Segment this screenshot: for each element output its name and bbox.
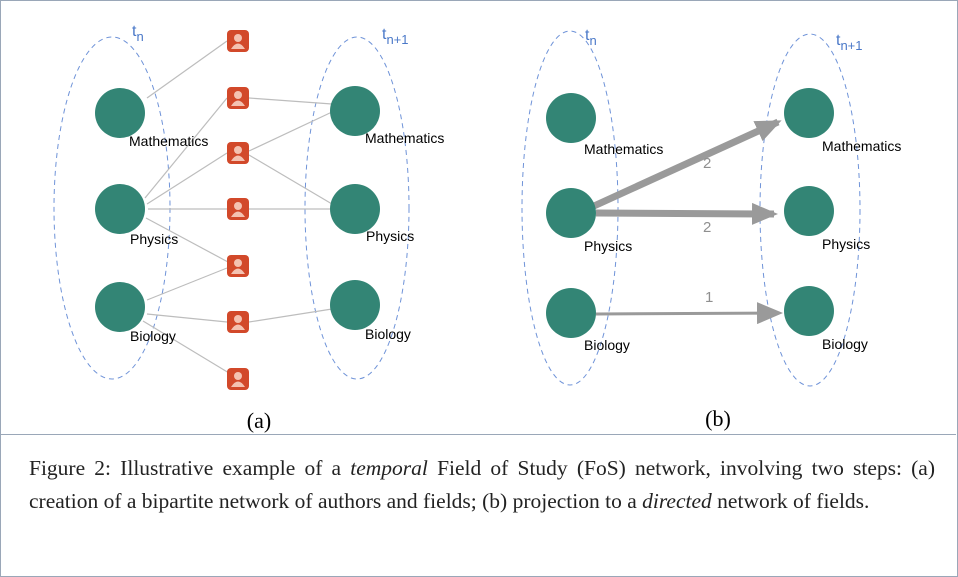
edge-a2-math (248, 97, 333, 105)
caption-emphasis-temporal: temporal (350, 456, 428, 480)
time-label-a-tn: tn (132, 23, 144, 44)
node-a-tn1-biology (330, 280, 380, 330)
time-label-b-tn: tn (585, 27, 597, 48)
label-a-tn-biology: Biology (130, 328, 176, 344)
author-icon-7 (227, 368, 249, 390)
edge-bio-a5 (146, 267, 228, 301)
label-a-tn1-mathematics: Mathematics (365, 130, 444, 146)
caption-separator (0, 434, 956, 435)
figure-caption: Figure 2: Illustrative example of a temp… (29, 452, 935, 518)
edge-a6-bio (248, 308, 333, 323)
node-b-tn1-biology (784, 286, 834, 336)
author-icon-1 (227, 30, 249, 52)
panel-a-label: (a) (247, 408, 271, 433)
label-a-tn-mathematics: Mathematics (129, 133, 208, 149)
directed-edge-physics-mathematics (592, 118, 782, 210)
edge-bio-a7 (142, 320, 230, 374)
author-icon-5 (227, 255, 249, 277)
edge-phys-a2 (144, 97, 228, 199)
ellipse-a-tn1 (304, 36, 410, 380)
node-a-tn-biology (95, 282, 145, 332)
node-b-tn-mathematics (546, 93, 596, 143)
label-a-tn1-biology: Biology (365, 326, 411, 342)
label-b-tn1-physics: Physics (822, 236, 870, 252)
author-icon-6 (227, 311, 249, 333)
label-a-tn1-physics: Physics (366, 228, 414, 244)
label-b-tn-mathematics: Mathematics (584, 141, 663, 157)
ellipse-b-tn1 (759, 33, 861, 387)
panel-b-label: (b) (705, 406, 731, 431)
directed-edge-physics-physics (595, 202, 778, 225)
time-label-a-tn1: tn+1 (382, 26, 409, 47)
edge-a3-phys (248, 154, 333, 205)
edge-bio-a6 (146, 313, 228, 323)
caption-text-3: network of fields. (711, 489, 870, 513)
bipartite-edges (142, 40, 333, 374)
label-b-tn-physics: Physics (584, 238, 632, 254)
edge-weight-physics-mathematics: 2 (703, 155, 711, 172)
panel-b: 2 2 1 tn tn+1 Mathematics Physics Biolog… (521, 27, 901, 431)
node-b-tn1-physics (784, 186, 834, 236)
node-b-tn1-mathematics (784, 88, 834, 138)
time-label-b-tn1: tn+1 (836, 32, 863, 53)
label-b-tn1-biology: Biology (822, 336, 868, 352)
ellipse-b-tn (521, 30, 619, 386)
caption-emphasis-directed: directed (642, 489, 712, 513)
label-b-tn-biology: Biology (584, 337, 630, 353)
directed-edge-biology-biology (595, 302, 783, 325)
node-a-tn1-mathematics (330, 86, 380, 136)
edge-phys-a5 (145, 217, 229, 263)
node-b-tn-physics (546, 188, 596, 238)
panel-a: tn tn+1 Mathematics Physics Biology Math… (53, 23, 444, 433)
node-a-tn-mathematics (95, 88, 145, 138)
edge-weight-biology-biology: 1 (705, 289, 713, 306)
author-icon-4 (227, 198, 249, 220)
edge-math-a1 (146, 40, 228, 99)
author-icon-2 (227, 87, 249, 109)
author-icon-3 (227, 142, 249, 164)
edge-phys-a3 (146, 152, 228, 205)
edge-weight-physics-physics: 2 (703, 219, 711, 236)
node-b-tn-biology (546, 288, 596, 338)
caption-text-1: Figure 2: Illustrative example of a (29, 456, 351, 480)
label-a-tn-physics: Physics (130, 231, 178, 247)
edge-a3-math (248, 111, 333, 152)
node-a-tn-physics (95, 184, 145, 234)
node-a-tn1-physics (330, 184, 380, 234)
ellipse-a-tn (53, 36, 171, 380)
caption-text-2: Field of Study (FoS) network, involving … (29, 456, 935, 513)
label-b-tn1-mathematics: Mathematics (822, 138, 901, 154)
